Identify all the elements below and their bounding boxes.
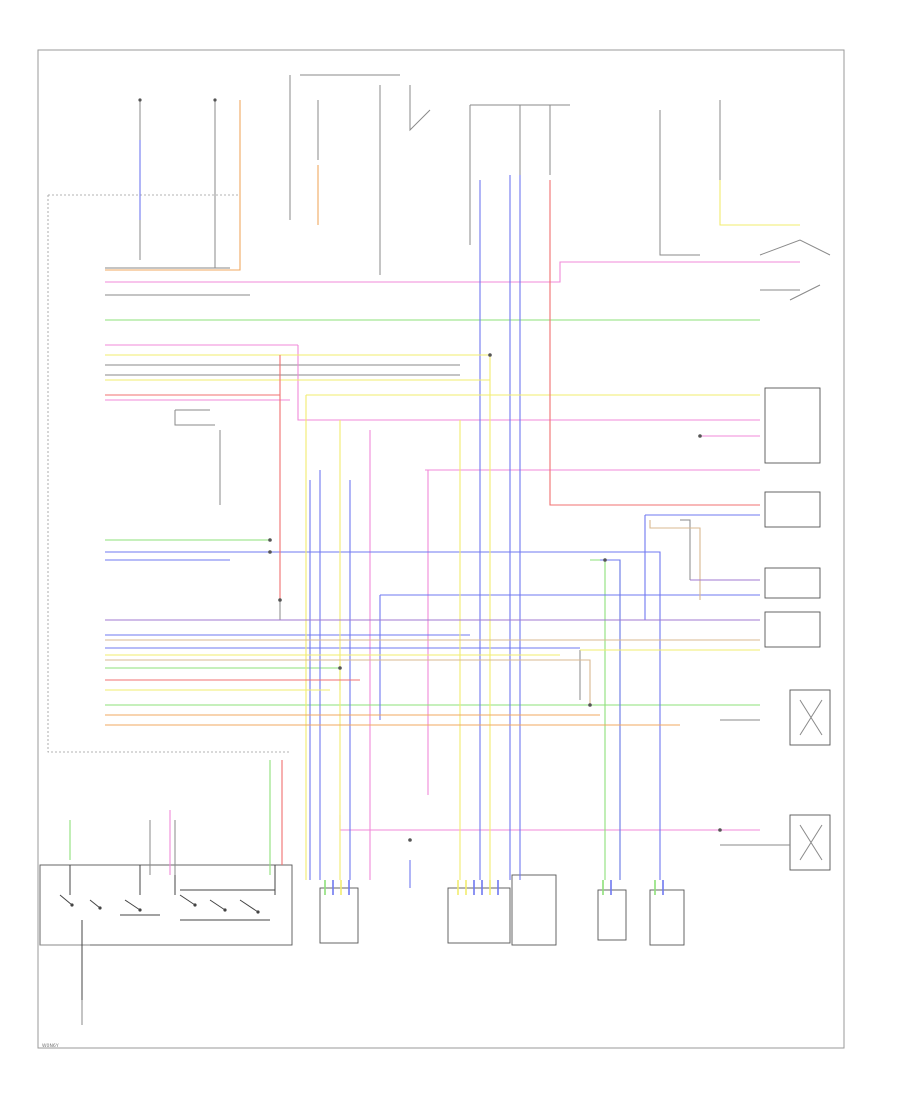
transmission-range-box (39, 864, 293, 946)
red-wires (105, 180, 760, 865)
tan-wires (105, 520, 760, 705)
right-components (764, 387, 831, 871)
page-code: W0N6Y (42, 1043, 59, 1049)
junction-dots (138, 98, 722, 842)
range-switch-dots (70, 903, 260, 914)
green-wires (69, 319, 760, 880)
yellow-wires (105, 180, 800, 880)
orange-wires (105, 100, 680, 726)
sensor-coil-symbols (799, 699, 823, 861)
tcm-boundary (47, 194, 290, 753)
diagram-frame (37, 49, 845, 1049)
bottom-connectors (319, 874, 685, 946)
bottom-connector-pins (324, 880, 664, 895)
gray-wires (81, 74, 831, 1025)
blue-wires (105, 140, 760, 888)
purple-wires (105, 579, 760, 621)
